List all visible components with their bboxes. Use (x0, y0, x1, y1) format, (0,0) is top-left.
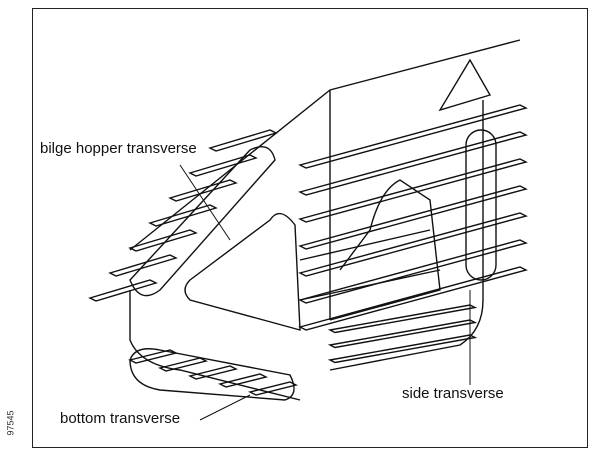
stringer (298, 212, 528, 277)
figure-id: 97545 (5, 410, 16, 436)
stringer (298, 158, 528, 223)
stringer (298, 266, 528, 331)
stringer (188, 154, 258, 177)
bottom-transverse-outline (129, 348, 295, 401)
stringer (298, 239, 528, 304)
stringer (327, 304, 478, 334)
stringer (247, 381, 299, 396)
leader-lines (179, 164, 471, 421)
stringer (187, 365, 239, 380)
label-side-transverse: side transverse (400, 385, 506, 402)
stringer (298, 185, 528, 250)
bilge-hopper-outline (129, 146, 276, 297)
stringer (327, 334, 478, 364)
stringer (108, 254, 178, 277)
stringer (128, 229, 198, 252)
stringer (168, 179, 238, 202)
label-bilge-hopper-transverse: bilge hopper transverse (38, 140, 199, 157)
transverse-outlines (129, 129, 497, 401)
stringer (88, 279, 158, 302)
longitudinal-stringers (88, 104, 528, 396)
stringer (327, 319, 478, 349)
hull-outline (129, 39, 521, 401)
stringer (148, 204, 218, 227)
stringer (217, 373, 269, 388)
label-bottom-transverse: bottom transverse (58, 410, 183, 427)
stringer (157, 357, 209, 372)
figure-frame (32, 8, 588, 448)
stringer (298, 104, 528, 169)
stringer (298, 131, 528, 196)
side-transverse-outline (465, 129, 497, 281)
stringer (208, 129, 278, 152)
